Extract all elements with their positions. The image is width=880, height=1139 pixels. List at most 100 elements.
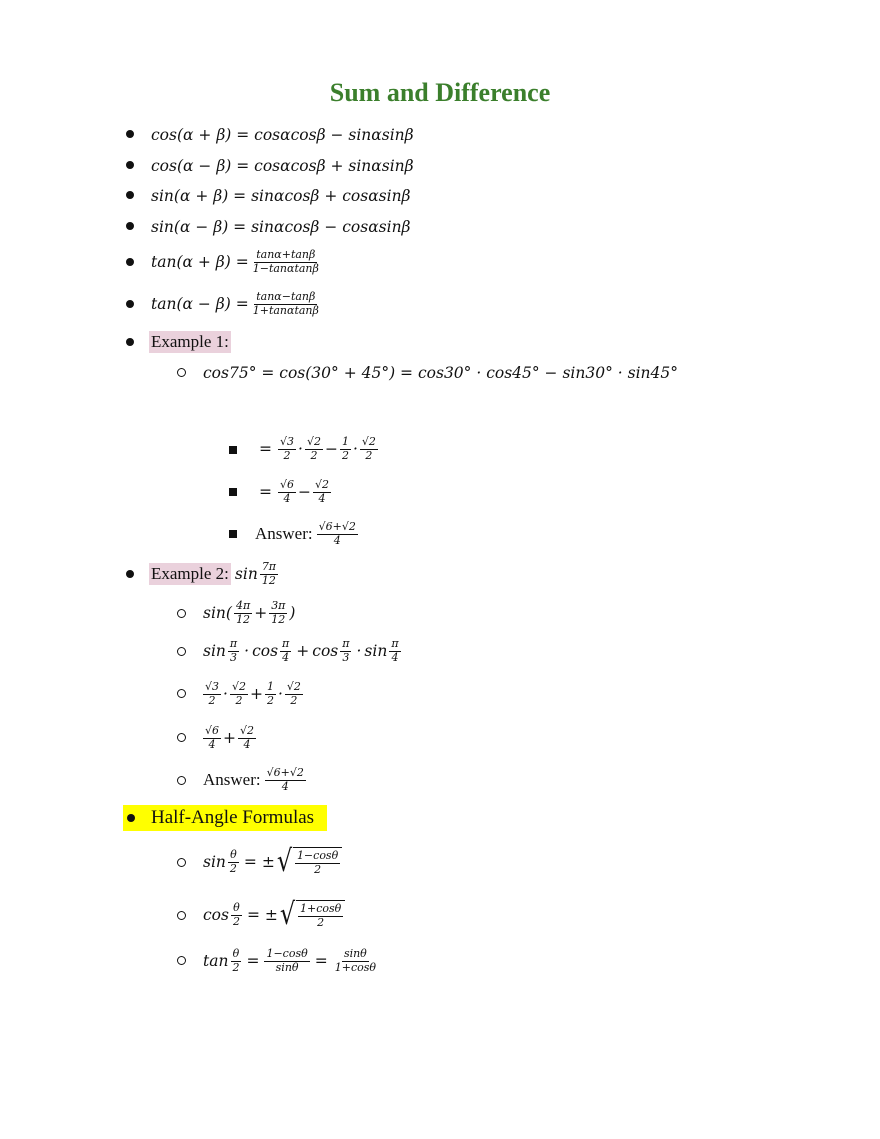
denominator: 4 [281,779,289,793]
tan-diff-fraction: tanα−tanβ 1+tanαtanβ [251,289,321,317]
numerator: 1+cosθ [298,902,344,917]
numerator: 7π [259,559,279,575]
denominator: 2 [266,693,274,707]
minus-sign: − [324,440,338,458]
numerator: √2 [229,679,248,695]
tan-sum-denominator: 1−tanαtanβ [252,261,319,275]
example1-heading: Example 1: [149,331,231,353]
circle-bullet-icon [177,647,187,657]
tan-diff-numerator: tanα−tanβ [254,289,318,305]
numerator: 1 [339,434,351,450]
equals-sign: = [246,952,260,970]
denominator: sinθ [275,960,299,974]
denominator: 12 [236,612,251,626]
bullet-icon [125,337,135,347]
numerator: π [340,636,352,652]
example2-function: sin [234,565,258,583]
example1-expansion: cos75° = cos(30° + 45°) = cos30° · cos45… [203,364,678,382]
denominator: 3 [342,650,350,664]
identity-tan-sum: tan(α + β) = tanα+tanβ 1−tanαtanβ [151,245,323,279]
numerator: 1−cosθ [264,946,310,962]
identity-cos-sum: cos(α + β) = cosαcosβ − sinαsinβ [151,126,414,144]
denominator: 4 [282,650,290,664]
bullet-icon [125,129,135,139]
circle-bullet-icon [177,609,187,619]
identity-tan-diff: tan(α − β) = tanα−tanβ 1+tanαtanβ [151,287,323,321]
radical-icon: √ [279,897,296,932]
tan-sum-fraction: tanα+tanβ 1−tanαtanβ [251,247,321,275]
denominator: 12 [261,573,276,587]
minus-sign: − [298,483,312,501]
denominator: 4 [283,491,291,505]
function-name: sin [203,853,226,871]
equals-sign: = [259,440,272,458]
numerator: √2 [313,477,332,493]
dot-operator: · [223,685,228,703]
square-bullet-icon [229,530,237,538]
tan-sum-numerator: tanα+tanβ [254,247,318,263]
function-name: sin [364,642,388,660]
circle-bullet-icon [177,776,187,786]
close-paren: ) [289,604,296,622]
bullet-icon [125,299,135,309]
numerator: θ [228,847,239,863]
denominator: 1+cosθ [334,960,377,974]
numerator: √6 [203,723,222,739]
numerator: √2 [359,434,378,450]
plus-sign: + [296,642,310,660]
square-bullet-icon [229,446,237,454]
equals-plus-minus: = ± [246,906,278,924]
example2-label: Example 2: [149,563,231,585]
square-bullet-icon [229,488,237,496]
numerator: π [227,636,240,652]
answer-label: Answer: [255,524,313,543]
denominator: 12 [271,612,286,626]
identity-sin-sum: sin(α + β) = sinαcosβ + cosαsinβ [151,187,411,205]
denominator: 2 [341,448,349,462]
circle-bullet-icon [177,956,187,966]
denominator: 2 [232,960,240,974]
circle-bullet-icon [177,733,187,743]
denominator: 4 [333,533,341,547]
circle-bullet-icon [177,368,187,378]
function-name: sin [203,642,226,660]
function-name: cos [312,642,339,660]
numerator: sinθ [341,946,369,962]
denominator: 2 [365,448,373,462]
radical-icon: √ [276,844,293,879]
denominator: 2 [283,448,291,462]
tan-sum-lhs: tan(α + β) = [151,253,249,271]
plus-sign: + [254,604,268,622]
denominator: 2 [314,863,322,876]
numerator: θ [230,946,242,962]
numerator: √2 [304,434,323,450]
equals-sign: = [314,952,328,970]
half-angle-highlight [123,805,327,831]
